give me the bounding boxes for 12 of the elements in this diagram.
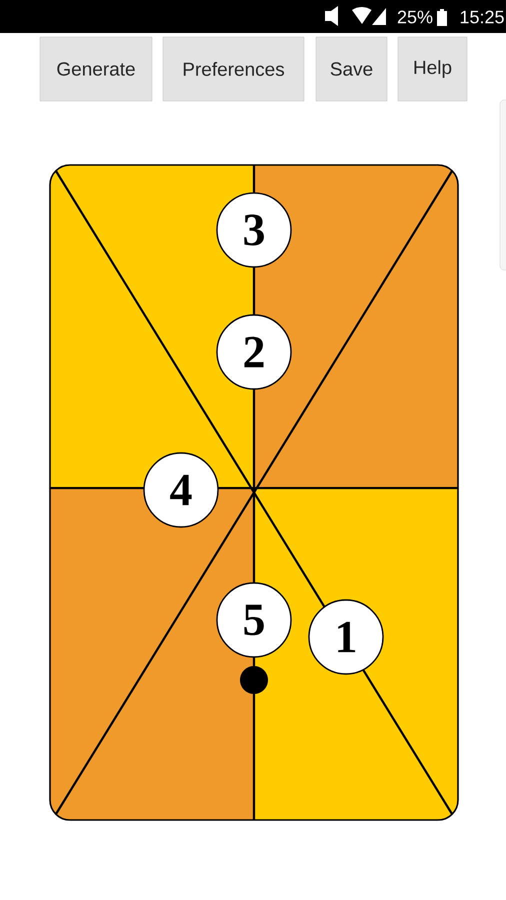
number-token: 2 — [216, 314, 292, 390]
number-token: 1 — [308, 599, 384, 675]
number-token: 4 — [143, 452, 219, 528]
button: Help — [398, 36, 468, 102]
button: Save — [316, 36, 388, 102]
status-text: 25% — [398, 10, 432, 24]
game-board — [49, 164, 459, 821]
number-token: 3 — [216, 192, 292, 268]
button: Preferences — [162, 36, 304, 102]
button: Generate — [40, 36, 152, 102]
status-text: 15:25 — [460, 10, 504, 24]
number-token: 5 — [216, 582, 292, 658]
